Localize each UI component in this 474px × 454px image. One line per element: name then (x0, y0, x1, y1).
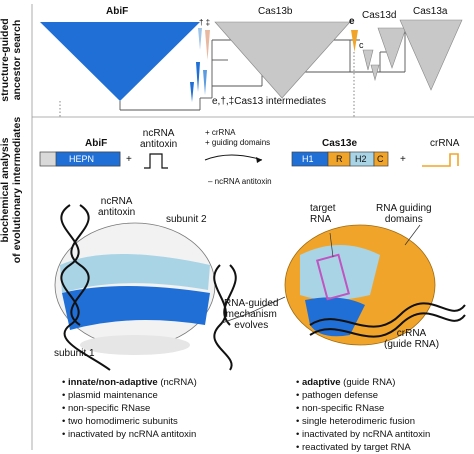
label-h1: H1 (302, 154, 314, 164)
label-cas13b: Cas13b (258, 6, 293, 17)
cas13e-structure (284, 224, 436, 346)
cas13e-clade-triangle (351, 30, 358, 52)
label-conditions: + crRNA + guiding domains (205, 128, 271, 147)
intermediate-clade-4 (203, 70, 207, 95)
cas13e-property-1: • pathogen defense (296, 390, 379, 401)
label-h2: H2 (355, 154, 367, 164)
reaction-arrow (204, 154, 263, 161)
label-hepn: HEPN (69, 154, 95, 164)
label-e: e (349, 16, 355, 27)
label-target-rna: target RNA (310, 203, 336, 225)
cas13a-clade-triangle (399, 19, 463, 91)
label-rna-guiding-domains: RNA guiding domains (376, 203, 432, 225)
label-cas13-intermediates: e,†,‡Cas13 intermediates (212, 96, 326, 107)
cas13c-clade-triangle (362, 49, 374, 71)
label-minus-antitoxin: – ncRNA antitoxin (208, 177, 272, 186)
label-cas13a: Cas13a (413, 6, 448, 17)
cas13d-clade-triangle (377, 27, 407, 69)
abif-property-2: • non-specific RNase (62, 403, 151, 414)
label-r: R (336, 154, 343, 164)
label-dagger-symbols: † ‡ (199, 18, 211, 27)
crrna-glyph (422, 153, 459, 167)
abif-clade-triangle (40, 22, 200, 101)
crrna-helix (309, 302, 466, 338)
label-c-domain: C (377, 154, 384, 164)
plus-sign-1: + (126, 154, 132, 165)
label-c: c (359, 40, 364, 50)
cas13e-property-3: • single heterodimeric fusion (296, 416, 415, 427)
scheme-cas13e-title: Cas13e (322, 138, 358, 149)
abif-properties-list: • innate/non-adaptive (ncRNA) • plasmid … (62, 376, 197, 441)
intermediate-clade-5 (190, 82, 194, 102)
cas13e-property-5: • reactivated by target RNA (296, 442, 411, 453)
cas13b-clade-triangle (214, 21, 351, 99)
pointer-lines (221, 224, 421, 324)
abif-property-3: • two homodimeric subunits (62, 416, 178, 427)
label-ncrna-antitoxin-structure: ncRNA antitoxin (98, 196, 136, 218)
tree-branches (119, 29, 440, 111)
label-mechanism-evolves: RNA-guided mechanism evolves (224, 298, 279, 331)
scheme-abif-title: AbiF (85, 138, 108, 149)
cas13e-property-2: • non-specific RNase (296, 403, 385, 414)
ncrna-antitoxin-glyph (144, 153, 168, 169)
abif-property-4: • inactivated by ncRNA antitoxin (62, 429, 197, 440)
c-domain (373, 151, 389, 167)
ncrna-helix (60, 204, 237, 371)
cas13e-properties-list: • adaptive (guide RNA) • pathogen defens… (296, 376, 430, 454)
small-clade-triangle (370, 64, 380, 82)
intermediate-clade-1 (205, 30, 210, 60)
abif-property-1: • plasmid maintenance (62, 390, 158, 401)
label-cas13d: Cas13d (362, 10, 397, 21)
abif-structure (54, 222, 216, 355)
label-crrna-scheme: crRNA (430, 138, 460, 149)
plus-sign-2: + (400, 154, 406, 165)
cas13e-property-0: • adaptive (guide RNA) (296, 377, 396, 388)
domain-scheme (39, 151, 459, 169)
label-abif-tree: AbiF (106, 6, 129, 17)
label-subunit-1: subunit 1 (54, 348, 95, 359)
intermediate-clade-3 (196, 62, 200, 92)
structures (54, 204, 466, 371)
label-crrna-guide: crRNA (guide RNA) (384, 328, 440, 350)
label-ncrna-antitoxin: ncRNA antitoxin (140, 128, 178, 150)
hepn-domain (55, 151, 121, 167)
abif-property-0: • innate/non-adaptive (ncRNA) (62, 377, 197, 388)
intermediate-clade-2 (198, 28, 202, 50)
label-subunit-2: subunit 2 (166, 214, 207, 225)
phylogenetic-tree (40, 19, 463, 117)
cas13e-property-4: • inactivated by ncRNA antitoxin (296, 429, 431, 440)
